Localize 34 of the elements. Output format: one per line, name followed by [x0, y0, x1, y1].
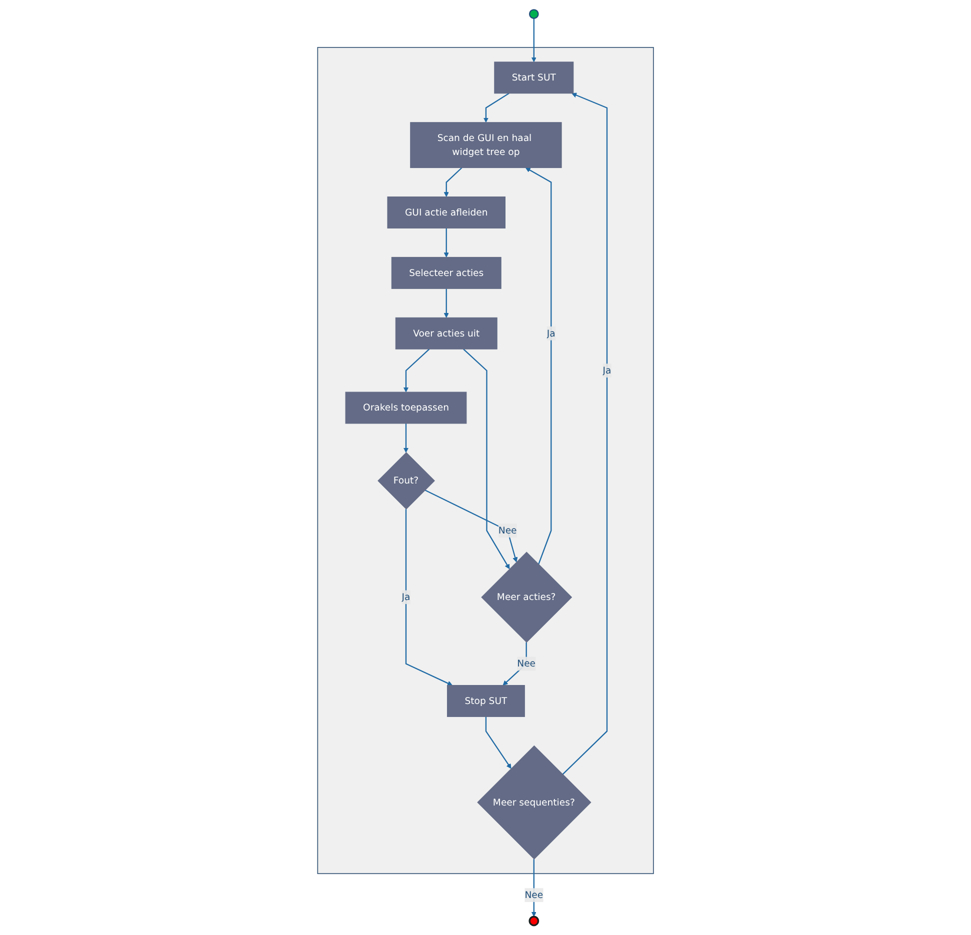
node-box: Scan de GUI en haal widget tree op — [410, 122, 562, 168]
arrow — [531, 18, 536, 62]
edge-label: Nee — [498, 524, 517, 536]
node-diamond: Fout? — [378, 452, 435, 510]
arrow — [444, 167, 462, 198]
arrow — [444, 288, 449, 318]
arrow — [562, 92, 608, 775]
node-box: Selecteer acties — [391, 256, 502, 289]
arrow — [525, 168, 552, 565]
node-diamond: Meer sequenties? — [477, 745, 592, 860]
arrow — [462, 348, 510, 570]
node-diamond: Meer acties? — [481, 552, 572, 643]
arrow — [403, 348, 430, 392]
edge-label: Nee — [524, 889, 544, 900]
node-circle — [528, 9, 539, 19]
arrow — [485, 716, 512, 769]
edge-label: Ja — [402, 591, 410, 602]
node-box: Orakels toepassen — [345, 392, 467, 424]
arrow — [403, 423, 408, 453]
arrow — [531, 859, 536, 917]
arrow — [483, 92, 510, 123]
arrow — [502, 642, 527, 686]
arrow — [444, 228, 449, 258]
node-box: Voer acties uit — [395, 317, 498, 350]
node-box: GUI actie afleiden — [387, 196, 506, 228]
arrow — [405, 509, 452, 686]
arrow — [424, 490, 518, 562]
cluster — [317, 47, 654, 874]
node-box: Start SUT — [494, 62, 574, 94]
node-circle — [528, 916, 540, 926]
node-box: Stop SUT — [446, 685, 525, 717]
edge-label: Ja — [546, 328, 556, 339]
edge-label: Nee — [517, 658, 536, 670]
edge-label: Ja — [602, 364, 612, 376]
